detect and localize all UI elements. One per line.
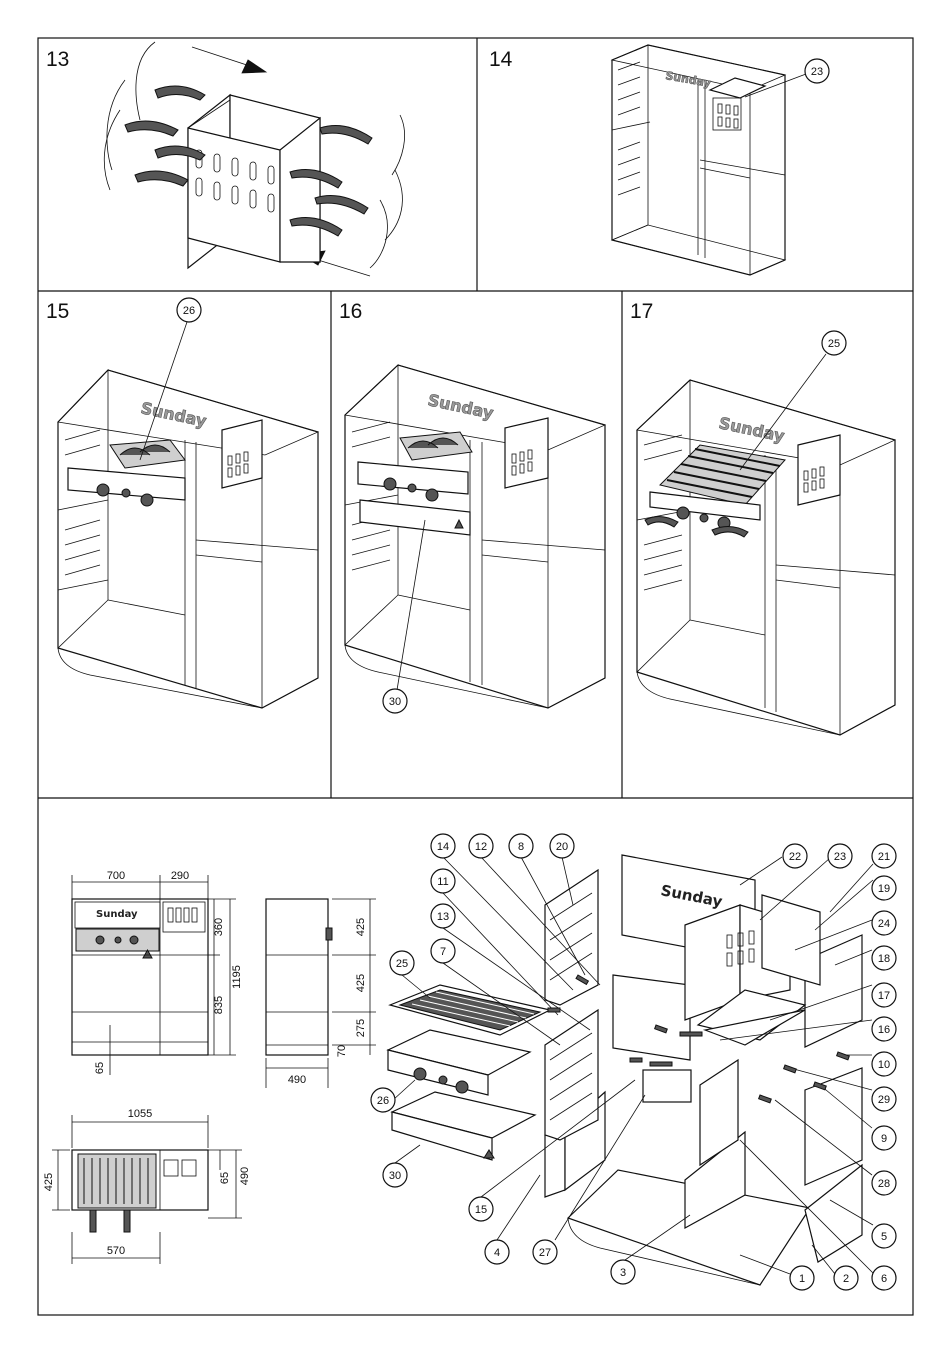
step-13-panel: 13: [46, 42, 405, 276]
step-16-number: 16: [339, 300, 362, 323]
callout-26: 26: [183, 305, 195, 317]
callout-bubble: 20: [550, 834, 574, 858]
callout-bubble: 14: [431, 834, 455, 858]
svg-text:5: 5: [881, 1231, 887, 1243]
svg-text:30: 30: [389, 1170, 401, 1182]
svg-text:25: 25: [396, 958, 408, 970]
side-depth: 490: [288, 1074, 306, 1086]
callout-bubble: 4: [485, 1240, 509, 1264]
callout-bubble: 1: [790, 1266, 814, 1290]
callout-bubble: 12: [469, 834, 493, 858]
svg-text:16: 16: [878, 1024, 890, 1036]
callout-bubble: 11: [431, 869, 455, 893]
callout-30: 30: [389, 696, 401, 708]
svg-text:19: 19: [878, 883, 890, 895]
side-view: 490 425 425 275 70: [266, 899, 376, 1088]
callout-bubble: 13: [431, 904, 455, 928]
callout-bubble: 30: [383, 1163, 407, 1187]
front-height-total: 1195: [231, 965, 243, 989]
step-16-panel: 16 Sunday: [339, 300, 605, 713]
callout-bubble: 9: [872, 1126, 896, 1150]
callout-bubble: 27: [533, 1240, 557, 1264]
svg-text:27: 27: [539, 1247, 551, 1259]
callout-bubble: 5: [872, 1224, 896, 1248]
top-width: 1055: [128, 1108, 152, 1120]
svg-text:24: 24: [878, 918, 890, 930]
svg-text:11: 11: [437, 876, 448, 888]
top-view: 1055 425 490 65 570: [43, 1108, 251, 1264]
svg-text:23: 23: [834, 851, 846, 863]
svg-text:14: 14: [437, 841, 449, 853]
step-14-panel: 14 Sunday 23: [489, 45, 829, 275]
top-depth-right: 490: [239, 1167, 251, 1185]
svg-text:20: 20: [556, 841, 568, 853]
callout-bubble: 21: [872, 844, 896, 868]
svg-text:26: 26: [377, 1095, 389, 1107]
svg-text:29: 29: [878, 1094, 890, 1106]
svg-text:15: 15: [475, 1204, 487, 1216]
callout-bubble: 17: [872, 983, 896, 1007]
callout-bubble: 15: [469, 1197, 493, 1221]
callout-bubble: 22: [783, 844, 807, 868]
callout-bubble: 18: [872, 946, 896, 970]
top-depth-left: 425: [43, 1173, 55, 1191]
callout-bubble: 25: [390, 951, 414, 975]
callout-bubble: 29: [872, 1087, 896, 1111]
side-h-mid: 425: [355, 974, 367, 992]
front-width-right: 290: [171, 870, 189, 882]
top-offset: 65: [219, 1172, 231, 1184]
step-15-panel: 15 Sunday: [46, 298, 318, 708]
svg-text:13: 13: [437, 911, 449, 923]
svg-text:21: 21: [878, 851, 890, 863]
svg-text:1: 1: [799, 1273, 805, 1285]
callout-bubble: 19: [872, 876, 896, 900]
step-17-panel: 17 Sunday: [630, 300, 895, 735]
svg-text:22: 22: [789, 851, 801, 863]
front-height-mid: 835: [213, 996, 225, 1014]
side-h-low: 275: [355, 1019, 367, 1037]
front-width-left: 700: [107, 870, 125, 882]
callout-bubble: 2: [834, 1266, 858, 1290]
callout-bubble: 28: [872, 1171, 896, 1195]
top-inner: 570: [107, 1245, 125, 1257]
svg-text:12: 12: [475, 841, 487, 853]
svg-text:17: 17: [878, 990, 890, 1002]
exploded-view: Sunday: [371, 834, 896, 1290]
callout-bubble: 10: [872, 1052, 896, 1076]
dimension-drawings: Sunday 700 290 360 8: [43, 870, 376, 1264]
side-h-top: 425: [355, 918, 367, 936]
step-14-number: 14: [489, 48, 513, 71]
callout-bubble: 3: [611, 1260, 635, 1284]
callout-bubble: 26: [371, 1088, 395, 1112]
step-17-number: 17: [630, 300, 653, 323]
callout-bubble: 8: [509, 834, 533, 858]
svg-text:3: 3: [620, 1267, 626, 1279]
front-foot: 65: [94, 1062, 106, 1074]
callout-23: 23: [811, 66, 823, 78]
svg-text:28: 28: [878, 1178, 890, 1190]
svg-text:9: 9: [881, 1133, 887, 1145]
callout-bubble: 6: [872, 1266, 896, 1290]
callout-bubble: 7: [431, 939, 455, 963]
svg-text:2: 2: [843, 1273, 849, 1285]
front-height-top: 360: [213, 918, 225, 936]
svg-text:7: 7: [440, 946, 446, 958]
svg-text:10: 10: [878, 1059, 890, 1071]
callout-bubble: 16: [872, 1017, 896, 1041]
callout-25: 25: [828, 338, 840, 350]
svg-text:18: 18: [878, 953, 890, 965]
side-h-base: 70: [336, 1045, 348, 1057]
svg-text:6: 6: [881, 1273, 887, 1285]
step-13-number: 13: [46, 48, 69, 71]
front-view-brand: Sunday: [96, 909, 138, 920]
step-15-number: 15: [46, 300, 69, 323]
callout-bubble: 24: [872, 911, 896, 935]
svg-text:8: 8: [518, 841, 524, 853]
svg-text:4: 4: [494, 1247, 500, 1259]
front-view: Sunday 700 290 360 8: [72, 870, 243, 1075]
callout-bubble: 23: [828, 844, 852, 868]
